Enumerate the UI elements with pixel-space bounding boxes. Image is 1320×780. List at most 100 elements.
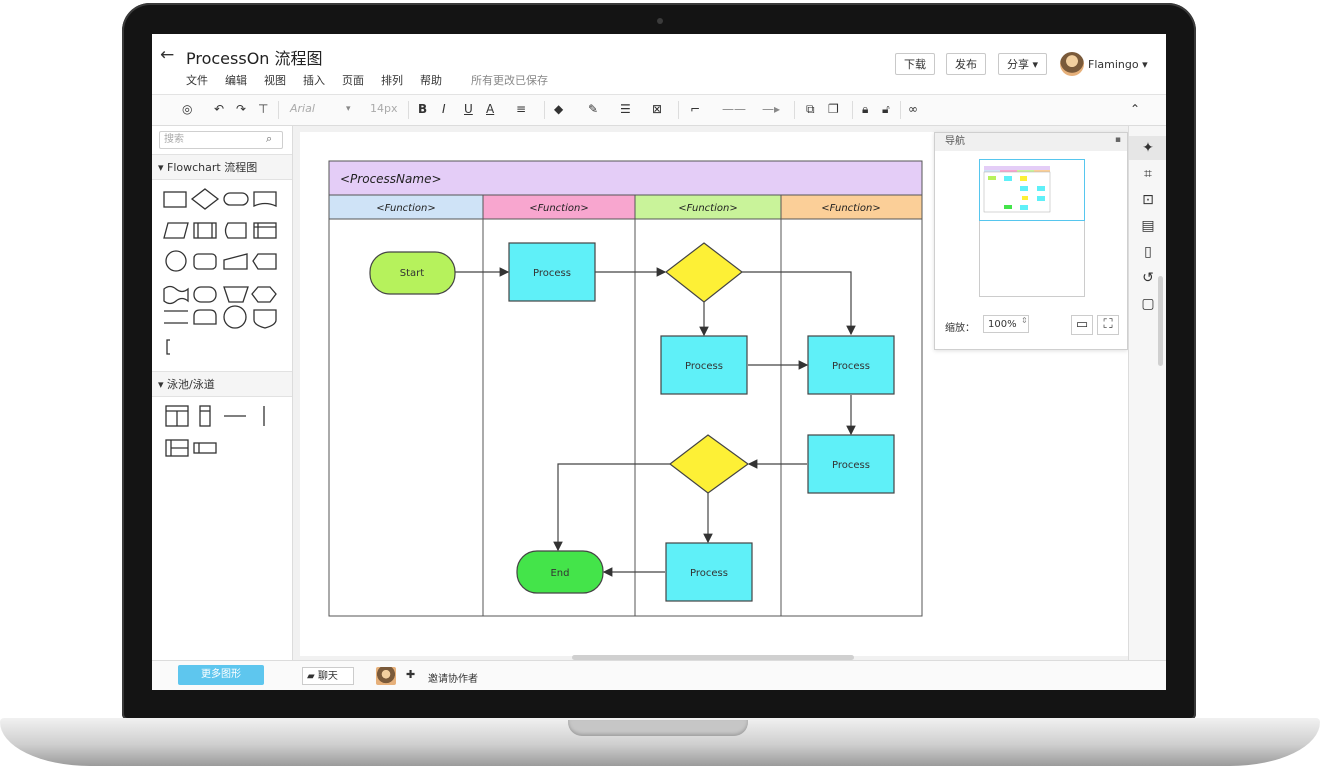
- font-family-dropdown-icon[interactable]: ▾: [346, 104, 351, 114]
- process-node-1[interactable]: [508, 242, 596, 302]
- horizontal-scrollbar[interactable]: [572, 655, 854, 660]
- line-pattern-icon[interactable]: ——: [722, 102, 746, 116]
- font-family-select[interactable]: Arial: [290, 102, 315, 115]
- send-back-icon[interactable]: ❐: [828, 102, 839, 116]
- page-style-icon[interactable]: ⊡: [1142, 192, 1154, 208]
- presentation-icon[interactable]: ▭: [1071, 315, 1093, 335]
- format-painter-icon[interactable]: ◎: [182, 102, 193, 116]
- lane-header-1[interactable]: [328, 194, 484, 220]
- line-style-icon[interactable]: ⊠: [652, 102, 663, 116]
- thumbnail-preview: [983, 166, 1051, 213]
- rounded-rect-shape-icon: [193, 253, 217, 270]
- decision-node-1[interactable]: [665, 242, 743, 303]
- decision-node-2[interactable]: [669, 434, 750, 494]
- menu-edit[interactable]: 编辑: [225, 74, 247, 87]
- manual-input-shape-icon: [223, 253, 248, 270]
- menu-page[interactable]: 页面: [342, 74, 364, 87]
- search-icon[interactable]: ⌕: [266, 132, 273, 145]
- zoom-label: 缩放：: [945, 323, 975, 334]
- off-page-shape-icon: [253, 309, 277, 329]
- process-label-3: Process: [832, 361, 870, 372]
- zoom-input[interactable]: 100%: [983, 315, 1029, 333]
- horizontal-lane-icon: [193, 442, 217, 454]
- lane-header-4[interactable]: [780, 194, 923, 220]
- page-icon[interactable]: ▯: [1144, 244, 1152, 260]
- shape-library-panel: 搜索 ⌕ ▾ Flowchart 流程图: [152, 126, 293, 660]
- bold-icon[interactable]: B: [418, 102, 428, 116]
- collaborator-avatar[interactable]: [376, 667, 396, 685]
- style-icon[interactable]: ⌗: [1144, 166, 1152, 182]
- document-shape-icon: [253, 191, 277, 208]
- menu-view[interactable]: 视图: [264, 74, 286, 87]
- rectangle-shape-icon: [163, 191, 187, 208]
- swimlane-group-header[interactable]: ▾ 泳池/泳道: [152, 371, 292, 397]
- data-attribute-icon[interactable]: ▤: [1141, 218, 1155, 234]
- more-shapes-button[interactable]: 更多图形: [178, 665, 264, 685]
- navigator-close-icon[interactable]: ▪: [1114, 135, 1121, 145]
- vertical-scrollbar[interactable]: [1158, 276, 1163, 366]
- zoom-stepper-icon[interactable]: ⇕: [1021, 316, 1028, 325]
- process-label-5: Process: [690, 568, 728, 579]
- end-node[interactable]: [516, 550, 604, 594]
- menu-file[interactable]: 文件: [186, 74, 208, 87]
- format-toolbar: ◎ ↶ ↷ ⊤ Arial ▾ 14px B I U A ≡ ◆ ✎ ☰ ⊠ ⌐…: [152, 95, 1166, 126]
- underline-icon[interactable]: U: [464, 102, 473, 116]
- invite-collaborators-link[interactable]: 邀请协作者: [428, 674, 478, 685]
- font-color-icon[interactable]: A: [486, 102, 495, 116]
- add-user-icon[interactable]: ✚: [406, 668, 416, 681]
- comment-icon[interactable]: ▢: [1141, 296, 1155, 312]
- process-node-2[interactable]: [660, 335, 748, 395]
- redo-icon[interactable]: ↷: [236, 102, 247, 116]
- italic-icon[interactable]: I: [442, 102, 446, 116]
- navigator-title: 导航: [935, 133, 1127, 151]
- fit-screen-icon[interactable]: ⛶: [1097, 315, 1119, 335]
- flowchart-group-header[interactable]: ▾ Flowchart 流程图: [152, 154, 292, 180]
- font-size-select[interactable]: 14px: [370, 102, 398, 115]
- process-name-label: <ProcessName>: [340, 172, 442, 186]
- clear-format-icon[interactable]: ⊤: [258, 102, 269, 116]
- start-node[interactable]: [369, 251, 456, 295]
- lock-icon[interactable]: 🔒︎: [862, 102, 869, 116]
- chevron-double-up-icon[interactable]: ⌃: [1130, 102, 1141, 116]
- start-label: Start: [400, 268, 425, 279]
- history-icon[interactable]: ↺: [1142, 270, 1154, 286]
- publish-button[interactable]: 发布: [946, 53, 986, 75]
- process-node-5[interactable]: [665, 542, 753, 602]
- share-button[interactable]: 分享 ▾: [998, 53, 1048, 75]
- arrow-style-icon[interactable]: —▸: [762, 102, 781, 116]
- chat-button[interactable]: ▰ 聊天: [302, 667, 354, 685]
- fill-color-icon[interactable]: ◆: [554, 102, 564, 116]
- menu-help[interactable]: 帮助: [420, 74, 442, 87]
- swimlane-diagram: <ProcessName> <Function> <Function> <Fun…: [328, 160, 923, 617]
- connector-type-icon[interactable]: ⌐: [690, 102, 701, 116]
- group-icon[interactable]: ∞: [908, 102, 918, 116]
- user-name-menu[interactable]: Flamingo ▾: [1088, 58, 1148, 71]
- navigator-icon[interactable]: ✦: [1129, 136, 1166, 160]
- menu-insert[interactable]: 插入: [303, 74, 325, 87]
- delay-shape-icon: [193, 286, 217, 303]
- user-avatar[interactable]: [1060, 52, 1084, 76]
- navigator-viewport[interactable]: [979, 159, 1085, 221]
- process-label-4: Process: [832, 460, 870, 471]
- undo-icon[interactable]: ↶: [214, 102, 225, 116]
- main-menu: 文件 编辑 视图 插入 页面 排列 帮助 所有更改已保存: [186, 72, 548, 88]
- line-width-icon[interactable]: ☰: [620, 102, 631, 116]
- pool-body: [328, 218, 923, 617]
- subprocess-shape-icon: [193, 222, 217, 239]
- bring-front-icon[interactable]: ⧉: [806, 102, 815, 116]
- navigator-thumbnail[interactable]: [979, 159, 1085, 297]
- lane-label-4: <Function>: [821, 203, 880, 214]
- back-arrow-icon[interactable]: ←: [160, 45, 175, 65]
- menu-arrange[interactable]: 排列: [381, 74, 403, 87]
- process-node-3[interactable]: [807, 335, 895, 395]
- shape-search-input[interactable]: 搜索: [159, 131, 283, 149]
- circle-shape-icon: [165, 250, 187, 272]
- stored-data-shape-icon: [224, 222, 247, 239]
- download-button[interactable]: 下载: [895, 53, 935, 75]
- document-title[interactable]: ProcessOn 流程图: [186, 49, 323, 68]
- text-align-icon[interactable]: ≡: [516, 102, 527, 116]
- annotation-shape-icon: [166, 339, 170, 355]
- unlock-icon[interactable]: 🔓︎: [882, 102, 890, 116]
- process-node-4[interactable]: [807, 434, 895, 494]
- line-color-icon[interactable]: ✎: [588, 102, 599, 116]
